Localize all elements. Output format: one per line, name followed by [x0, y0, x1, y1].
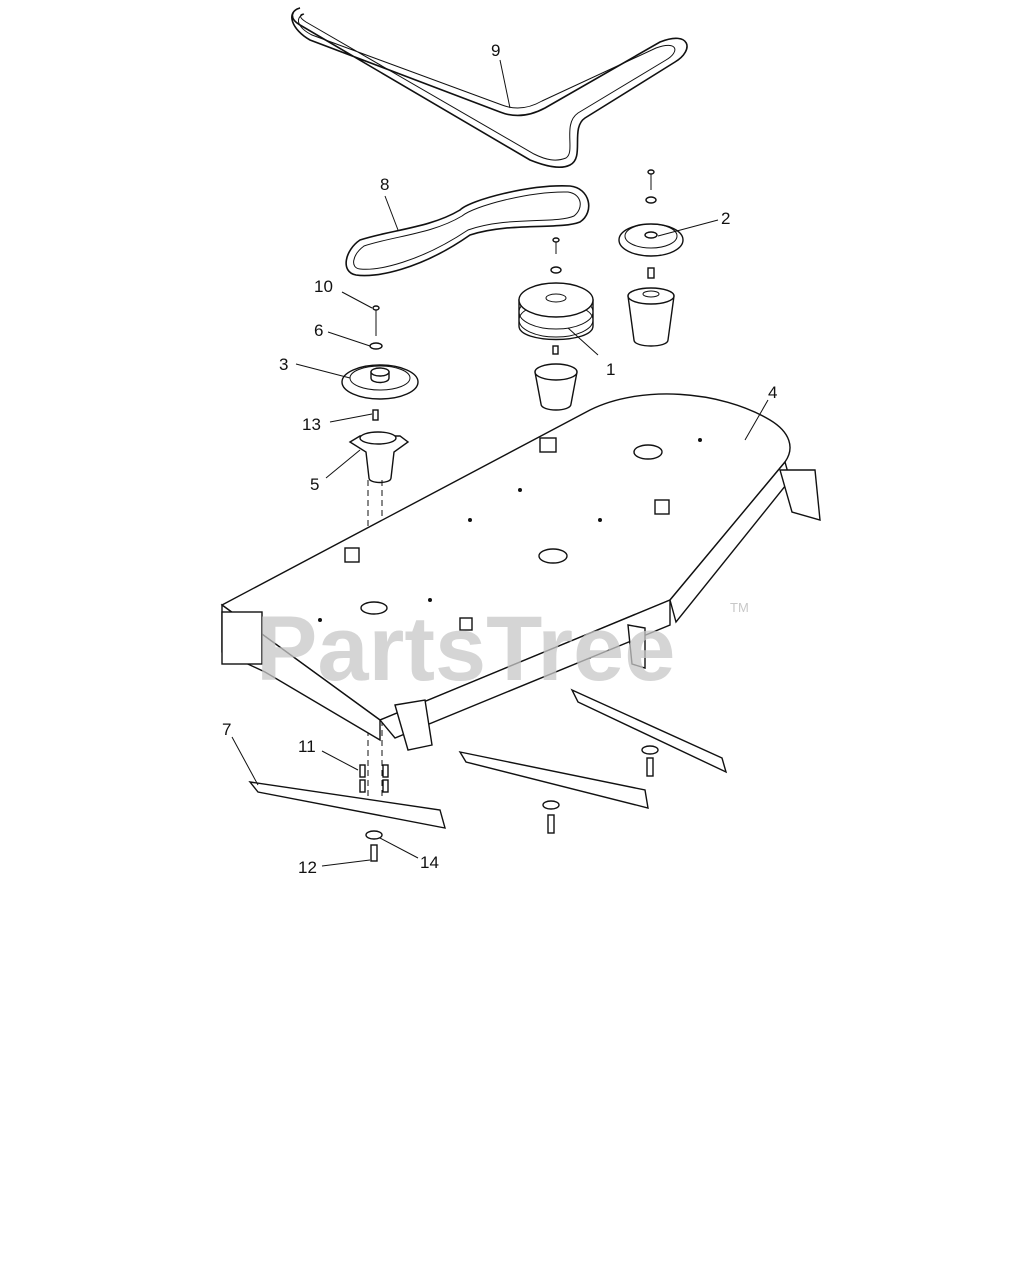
- blade-center[interactable]: [458, 750, 649, 809]
- leader-lines: [231, 59, 769, 867]
- blade-hardware-center[interactable]: [542, 800, 560, 834]
- watermark-trademark: TM: [730, 600, 749, 615]
- callout-14: 14: [420, 853, 439, 872]
- mower-deck[interactable]: [220, 393, 821, 751]
- blade-right[interactable]: [570, 688, 728, 774]
- pulley-center-assembly[interactable]: [518, 237, 594, 411]
- callout-2: 2: [721, 209, 730, 228]
- belt-large[interactable]: [291, 7, 688, 168]
- belt-small[interactable]: [345, 185, 590, 277]
- callout-1: 1: [606, 360, 615, 379]
- callout-8: 8: [380, 175, 389, 194]
- callout-labels: 1 2 3 4 5 6 7 8 9 10 11 12 13 14: [222, 41, 777, 877]
- callout-13: 13: [302, 415, 321, 434]
- blade-left[interactable]: [248, 781, 446, 829]
- callout-3: 3: [279, 355, 288, 374]
- callout-7: 7: [222, 720, 231, 739]
- blade-hardware-right[interactable]: [641, 745, 659, 777]
- callout-12: 12: [298, 858, 317, 877]
- blade-hardware-left[interactable]: [359, 764, 389, 862]
- callout-9: 9: [491, 41, 500, 60]
- partstree-watermark: PartsTree: [256, 598, 675, 700]
- callout-5: 5: [310, 475, 319, 494]
- callout-6: 6: [314, 321, 323, 340]
- callout-10: 10: [314, 277, 333, 296]
- pulley-right-assembly[interactable]: [618, 169, 684, 347]
- callout-4: 4: [768, 383, 777, 402]
- callout-11: 11: [298, 737, 316, 756]
